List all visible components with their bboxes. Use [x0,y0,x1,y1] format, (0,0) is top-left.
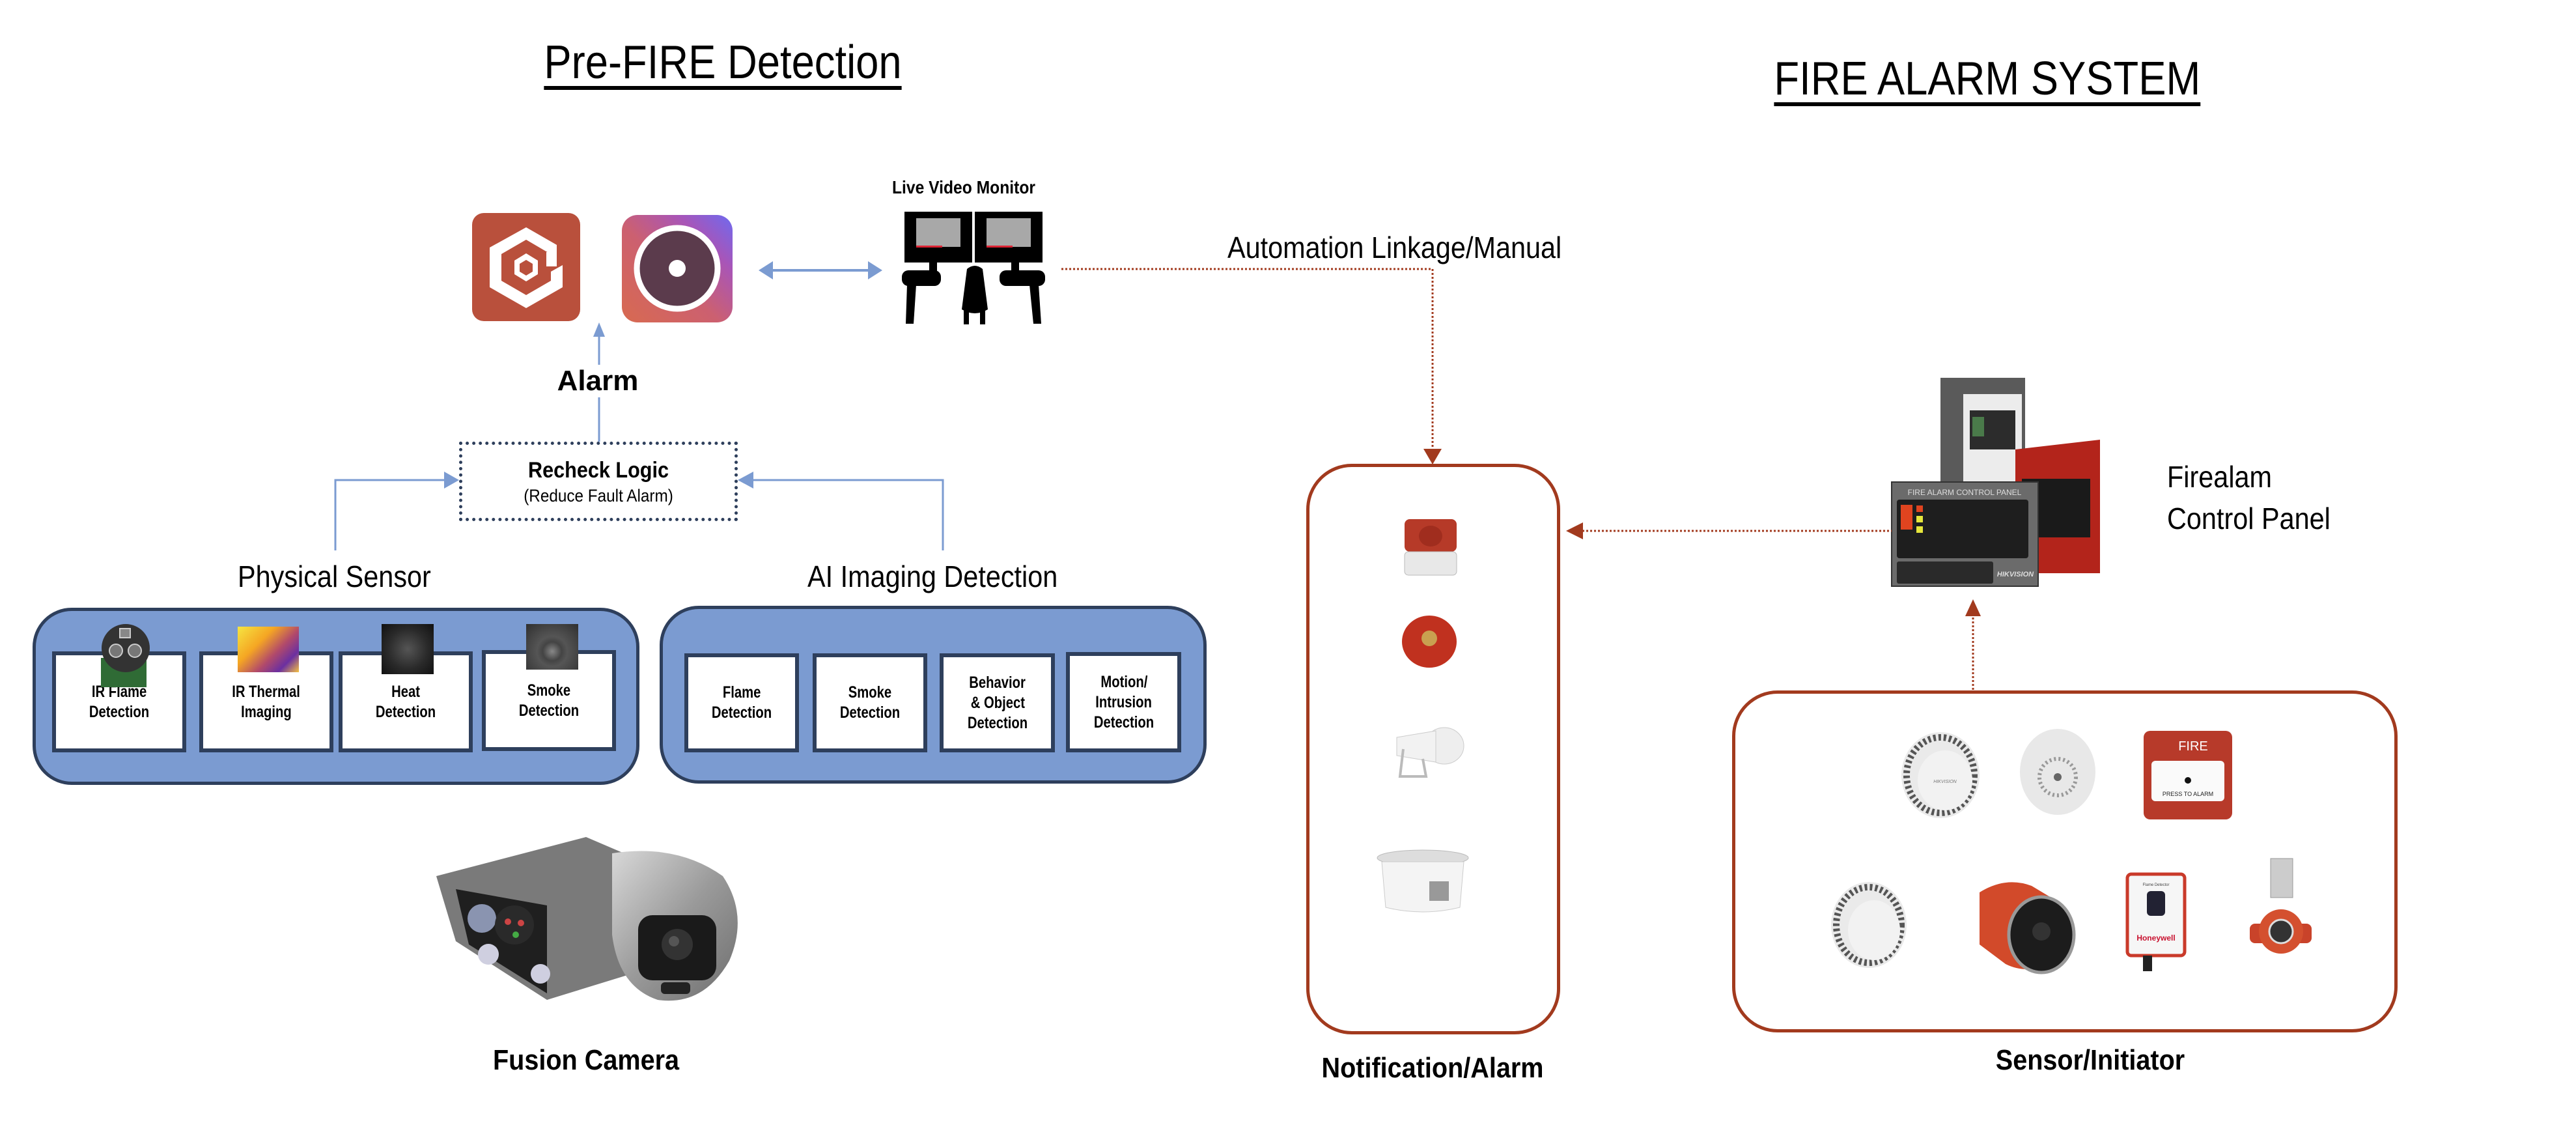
manual-call-point-icon[interactable]: FIRE PRESS TO ALARM [2142,730,2233,821]
call-point-text: PRESS TO ALARM [2163,791,2213,797]
sensor-initiator-label: Sensor/Initiator [1995,1044,2185,1076]
alarm-label: Alarm [533,365,663,397]
honeywell-brand: Honeywell [2136,933,2175,943]
heat-sensor-icon [382,624,434,674]
panel-to-notification-connector [1566,522,1892,539]
smoke-sensor-icon [526,624,578,670]
live-video-monitor-label: Live Video Monitor [892,177,1035,197]
smoke-detector-icon: HIKVISION [1901,732,1980,818]
recheck-title: Recheck Logic [528,458,669,483]
recheck-subtitle: (Reduce Fault Alarm) [524,486,673,505]
honeywell-flame-detector-icon: Flame Detector Honeywell [2125,872,2187,971]
monitor-workstation-icon [902,212,1045,324]
fire-bell-icon [1402,616,1457,668]
recheck-logic-box: Recheck Logic (Reduce Fault Alarm) [459,442,738,521]
fire-alarm-control-panel-image[interactable]: FIRE ALARM CONTROL PANEL HIKVISION [1891,371,2133,587]
panel-brand-text: HIKVISION [1997,571,2034,578]
explosion-proof-detector-icon [2250,858,2312,954]
honeywell-flame-title: Flame Detector [2142,883,2169,887]
call-point-title: FIRE [2178,739,2208,754]
smoke-detector-brand: HIKVISION [1933,780,1957,784]
notification-alarm-label: Notification/Alarm [1321,1052,1544,1084]
sensor-to-panel-connector [1965,599,1981,694]
ceiling-speaker-icon [1377,849,1469,913]
ai-imaging-label: AI Imaging Detection [807,560,1058,593]
hexagon-logo-icon [490,227,563,308]
bidirectional-arrow [759,261,882,279]
pre-fire-title: Pre-FIRE Detection [544,36,902,89]
strobe-sounder-icon [1404,519,1457,576]
automation-linkage-label: Automation Linkage/Manual [1227,231,1562,264]
lens-logo-icon [634,225,721,312]
fusion-camera-label: Fusion Camera [492,1044,680,1076]
automation-linkage-connector [1061,268,1442,464]
control-panel-label: Firealam Control Panel [2167,460,2331,535]
fusion-camera-icon [436,837,738,1001]
physical-sensor-connector [334,472,459,550]
smoke-detector-icon [1831,882,1907,968]
thermal-image-icon [238,627,299,672]
ai-imaging-connector [738,472,944,550]
physical-sensor-label: Physical Sensor [238,560,431,593]
ir-flame-detector-icon [1980,882,2076,974]
ir-flame-sensor-icon [101,624,150,687]
camera-app-icon[interactable] [622,215,733,322]
panel-title-text: FIRE ALARM CONTROL PANEL [1908,488,2022,497]
security-app-icon[interactable] [472,213,580,321]
horn-speaker-icon [1396,727,1464,778]
heat-detector-icon [2020,729,2095,815]
fire-alarm-system-title: FIRE ALARM SYSTEM [1774,53,2201,105]
